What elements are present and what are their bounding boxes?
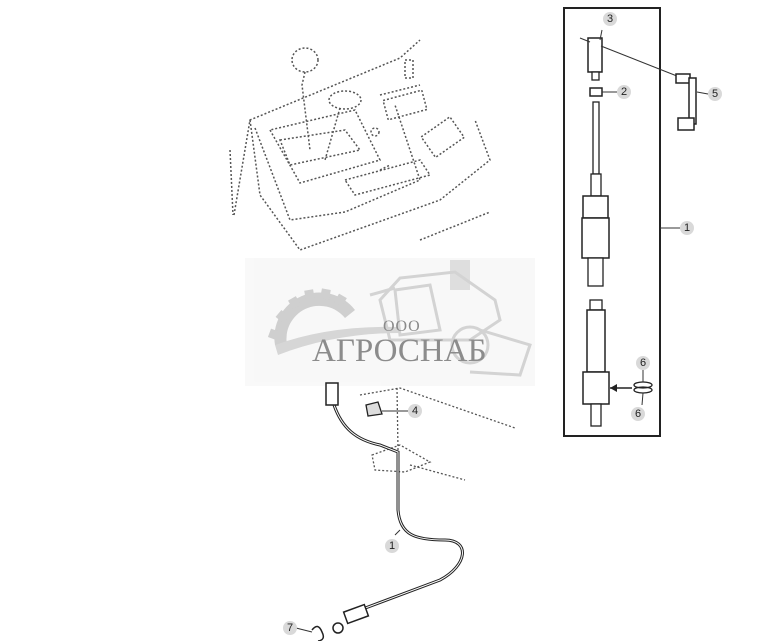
- swoosh-shape: [275, 326, 400, 355]
- cab-console-drawing: [229, 39, 491, 251]
- callout-1-installed: 1: [385, 539, 399, 553]
- harvester-icon: [369, 260, 532, 377]
- callout-5: 5: [708, 87, 722, 101]
- callout-6-lower: 6: [631, 407, 645, 421]
- callout-7: 7: [283, 621, 297, 635]
- callout-2: 2: [617, 85, 631, 99]
- callout-6-upper: 6: [636, 356, 650, 370]
- gear-icon: [267, 288, 355, 345]
- watermark-logo: [245, 258, 535, 386]
- callout-3: 3: [603, 12, 617, 26]
- detail-box: [563, 7, 709, 437]
- lever-part: [675, 73, 697, 131]
- callout-4: 4: [408, 404, 422, 418]
- installed-cable-drawing: [295, 382, 516, 641]
- callout-1-detail: 1: [680, 221, 694, 235]
- cable-clip-shape: [365, 401, 383, 417]
- spring-clip-shape: [311, 625, 325, 641]
- watermark-prefix: ООО: [383, 318, 421, 335]
- watermark-name: АГРОСНАБ: [312, 333, 487, 369]
